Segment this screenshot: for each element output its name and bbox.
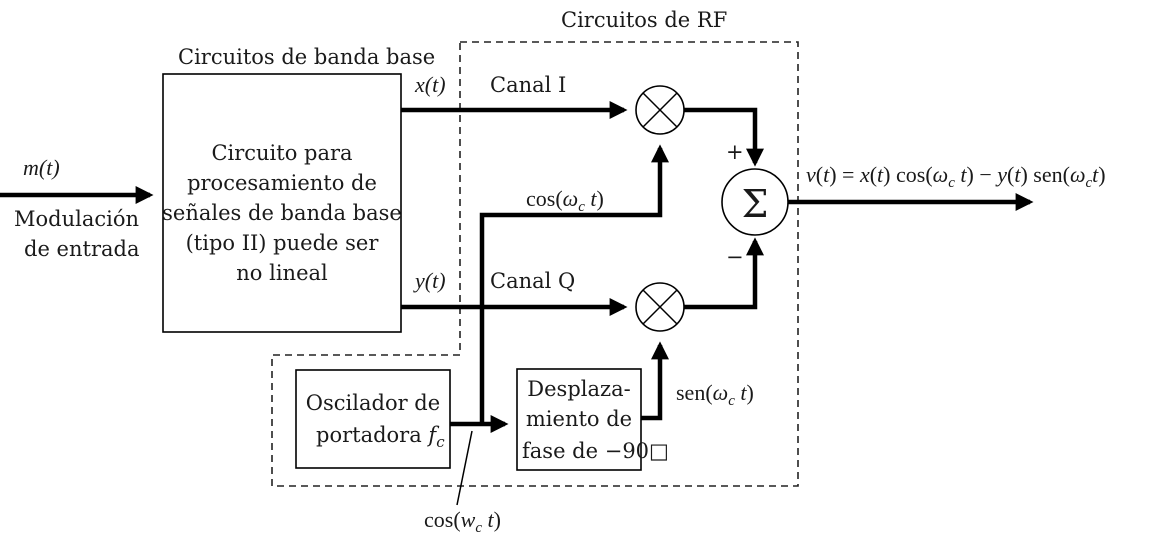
baseband-block-line5: no lineal <box>236 261 328 285</box>
sen-carrier-label: sen(ωc t) <box>676 380 754 409</box>
cos-pointer-line <box>456 430 473 506</box>
i-to-summer-wire <box>684 107 764 167</box>
rf-region-title: Circuitos de RF <box>561 8 727 32</box>
channel-i-label: Canal I <box>490 73 566 97</box>
channel-q-label: Canal Q <box>490 269 575 293</box>
summer-minus-sign: − <box>726 245 744 269</box>
q-to-summer-wire <box>684 237 764 310</box>
carrier-cos-wire <box>479 144 669 424</box>
carrier-oscillator-block <box>295 369 451 469</box>
baseband-block-line4: (tipo II) puede ser <box>186 231 380 255</box>
carrier-sen-wire <box>641 341 669 421</box>
baseband-block-line2: procesamiento de <box>187 171 377 195</box>
multiplier-i <box>635 85 685 135</box>
rf-region-border <box>271 41 799 487</box>
input-signal-label: m(t) <box>23 155 60 180</box>
oscillator-line2: portadora fc <box>316 423 445 451</box>
phase-shifter-line2: miento de <box>526 407 632 431</box>
output-expression: v(t) = x(t) cos(ωc t) − y(t) sen(ωct) <box>806 162 1106 191</box>
missing-glyph-box: □ <box>649 439 669 463</box>
y-signal-label: y(t) <box>413 268 446 293</box>
cos-bottom-label: cos(wc t) <box>424 507 501 535</box>
baseband-block-line3: señales de banda base <box>162 201 402 225</box>
baseband-processing-block <box>162 73 402 333</box>
baseband-block-line1: Circuito para <box>211 141 352 165</box>
phase-shifter-line1: Desplaza- <box>527 377 630 401</box>
input-caption-line1: Modulación <box>14 207 139 231</box>
phase-shifter-line3: fase de −90□ <box>522 439 669 463</box>
baseband-region-title: Circuitos de banda base <box>178 45 435 69</box>
input-caption-line2: de entrada <box>24 237 139 261</box>
summer-plus-sign: + <box>726 140 744 164</box>
phase-shifter-block <box>516 368 642 471</box>
oscillator-line1: Oscilador de <box>306 391 440 415</box>
summer-sigma: Σ <box>742 182 769 226</box>
multiplier-q <box>635 282 685 332</box>
x-signal-label: x(t) <box>414 72 446 97</box>
cos-carrier-label: cos(ωc t) <box>526 186 604 215</box>
